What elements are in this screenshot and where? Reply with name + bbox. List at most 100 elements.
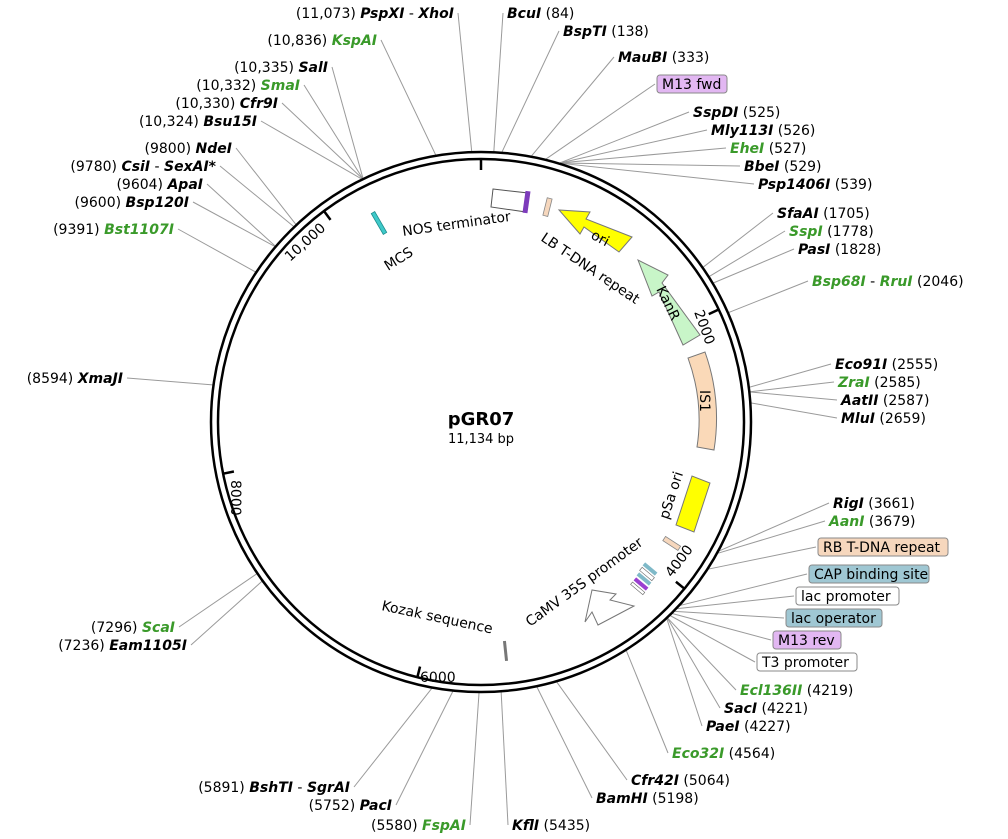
ori-arrow [557, 209, 633, 253]
enzyme-position: (3661) [864, 496, 915, 512]
enzyme-label: MluI (2659) [841, 411, 926, 427]
enzyme-label: (11,073) PspXI - XhoI [296, 6, 454, 22]
enzyme-label: BspTI (138) [563, 24, 649, 40]
ori-label: ori [588, 227, 612, 250]
enzyme-name-part: SspD [693, 105, 733, 121]
enzyme-position: (9600) [75, 195, 126, 211]
enzyme-label: Eco32I (4564) [672, 746, 775, 762]
enzyme-position: (9604) [116, 177, 167, 193]
enzyme-name-part: 15I [232, 114, 257, 130]
enzyme-position: (4219) [802, 683, 853, 699]
enzyme-position: (2587) [878, 393, 929, 409]
enzyme-leader [177, 228, 256, 273]
enzyme-leader [560, 129, 708, 164]
enzyme-label: (5752) PacI [309, 798, 392, 814]
enzyme-leader [380, 39, 437, 156]
enzyme-name-part: 91I [862, 357, 887, 373]
leader-lines [126, 12, 838, 826]
enzyme-name-part: Bst [104, 222, 131, 238]
tick-mark [416, 666, 422, 678]
enzyme-position: (138) [607, 24, 649, 40]
enzyme-name-part: I [642, 791, 647, 807]
enzyme-position: (10,332) [196, 78, 260, 94]
callout-box [795, 586, 900, 606]
enzyme-name-part: Csi [121, 159, 145, 175]
enzyme-label: Mly113I (526) [711, 123, 815, 139]
enzyme-leader [353, 688, 433, 788]
enzyme-position: (539) [830, 177, 872, 193]
enzyme-name-part: Rig [833, 496, 859, 512]
enzyme-name-part: BamH [596, 791, 643, 807]
enzyme-name-part: I [733, 105, 738, 121]
enzyme-name-part: Pac [360, 798, 388, 814]
is1-label: IS1 [696, 390, 712, 412]
enzyme-name-part: I [859, 514, 864, 530]
enzyme-name-part: Bsp [812, 274, 841, 290]
enzyme-label: (10,330) Cfr9I [175, 96, 278, 112]
enzyme-label: Ecl136II (4219) [740, 683, 853, 699]
enzyme-name-part: Aat [840, 393, 869, 409]
kozak-label: Kozak sequence [380, 598, 494, 637]
enzyme-name-part: I [288, 780, 293, 796]
enzyme-name-part: I* [203, 159, 216, 175]
enzyme-label: RigI (3661) [833, 496, 915, 512]
enzyme-position: (5580) [371, 818, 422, 834]
enzyme-name-part: I [817, 224, 822, 240]
callout-label: lac operator [791, 611, 876, 627]
enzyme-name-part: Sal [298, 60, 323, 76]
enzyme-leader [260, 120, 362, 180]
enzyme-leader [713, 248, 795, 284]
enzyme-leader [560, 162, 741, 167]
enzyme-leader [178, 573, 257, 628]
enzyme-position: (2046) [913, 274, 964, 290]
tick-mark [675, 580, 686, 590]
enzyme-name-part: I [399, 6, 404, 22]
enzyme-leader [190, 581, 263, 646]
enzyme-name-part: PspX [360, 6, 400, 22]
callout-leader [674, 610, 785, 619]
enzyme-name-part: I [859, 496, 864, 512]
enzyme-name-part: 120I [155, 195, 189, 211]
tick-mark [222, 470, 235, 475]
enzyme-name-part: Eco [672, 746, 700, 762]
enzyme-name-part: Aan [828, 514, 859, 530]
enzyme-name-part: I [345, 780, 350, 796]
nos-terminator-label: NOS terminator [401, 209, 512, 240]
enzyme-name-part: Bsp [126, 195, 155, 211]
enzyme-position: (5891) [198, 780, 249, 796]
enzyme-position: (4221) [757, 701, 808, 717]
enzyme-label: Psp1406I (539) [758, 177, 872, 193]
enzyme-label: MauBI (333) [618, 50, 709, 66]
enzyme-name-part: Psp [758, 177, 786, 193]
enzyme-position: (4227) [740, 719, 791, 735]
enzyme-name-part: I [295, 78, 300, 94]
enzyme-leader [703, 212, 774, 268]
feature-layer [370, 188, 718, 662]
enzyme-position: (10,330) [175, 96, 239, 112]
enzyme-name-part: I [145, 159, 150, 175]
plasmid-name: pGR07 [448, 409, 515, 430]
enzyme-name-part: I [227, 141, 232, 157]
enzyme-name-part: I [813, 206, 818, 222]
enzyme-label: (10,332) SmaI [196, 78, 300, 94]
enzyme-position: (527) [764, 141, 806, 157]
enzyme-leader [625, 650, 669, 754]
callout-label: T3 promoter [761, 655, 849, 671]
kanr-arrow [637, 258, 701, 346]
enzyme-label: (10,324) Bsu15I [139, 114, 257, 130]
enzyme-name-part: - [404, 6, 418, 22]
enzyme-name-part: XmaJ [77, 371, 118, 387]
enzyme-name-part: - [866, 274, 880, 290]
callout-label: M13 fwd [662, 77, 721, 93]
enzyme-label: SacI (4221) [724, 701, 808, 717]
enzyme-position: (2585) [870, 375, 921, 391]
enzyme-position: (2659) [875, 411, 926, 427]
rb-repeat-box [662, 535, 682, 551]
enzyme-name-part: Kfl [512, 818, 535, 834]
enzyme-name-part: SfaA [777, 206, 813, 222]
enzyme-label: BbeI (529) [744, 159, 822, 175]
camv-label: CaMV 35S promoter [523, 535, 646, 631]
is1-box [687, 351, 718, 451]
